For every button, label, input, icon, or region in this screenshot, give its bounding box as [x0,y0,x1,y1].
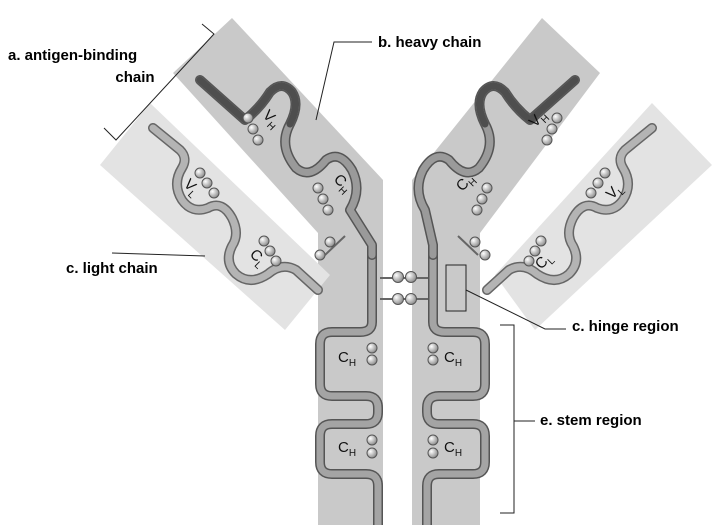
left-heavy-arm [195,75,377,260]
disulfide-beads [194,112,611,459]
light-chain-leader [111,252,206,257]
stem-chains [315,250,490,525]
right-light-band [495,103,712,330]
band-group [100,18,712,525]
antigen-binding-label-line2: chain [115,69,154,86]
heavy-chain-label: b. heavy chain [378,34,481,51]
right-light-chain [482,123,657,295]
labels: a. antigen-binding chain b. heavy chain … [8,34,679,429]
hinge-box [445,264,467,312]
domain-label-ch-stem-4: CH [444,439,462,459]
stem-bracket [500,324,515,514]
domain-label-ch-stem-2: CH [338,439,356,459]
leader-lines [103,23,566,514]
stem-region-label: e. stem region [540,412,642,429]
right-variable-heavy-segment [476,76,579,128]
hinge-leader [465,289,566,330]
light-chain-label: c. light chain [66,260,158,277]
heavy-chain-leader [315,41,372,121]
antigen-binding-bracket [103,23,215,141]
left-variable-heavy-segment [196,76,299,128]
right-heavy-arm [413,75,580,260]
left-light-chain [148,123,323,295]
hinge-region-label: c. hinge region [572,318,679,335]
antigen-binding-label: a. antigen-binding [8,47,137,64]
domain-label-ch-stem-1: CH [338,349,356,369]
domain-label-ch-stem-3: CH [444,349,462,369]
